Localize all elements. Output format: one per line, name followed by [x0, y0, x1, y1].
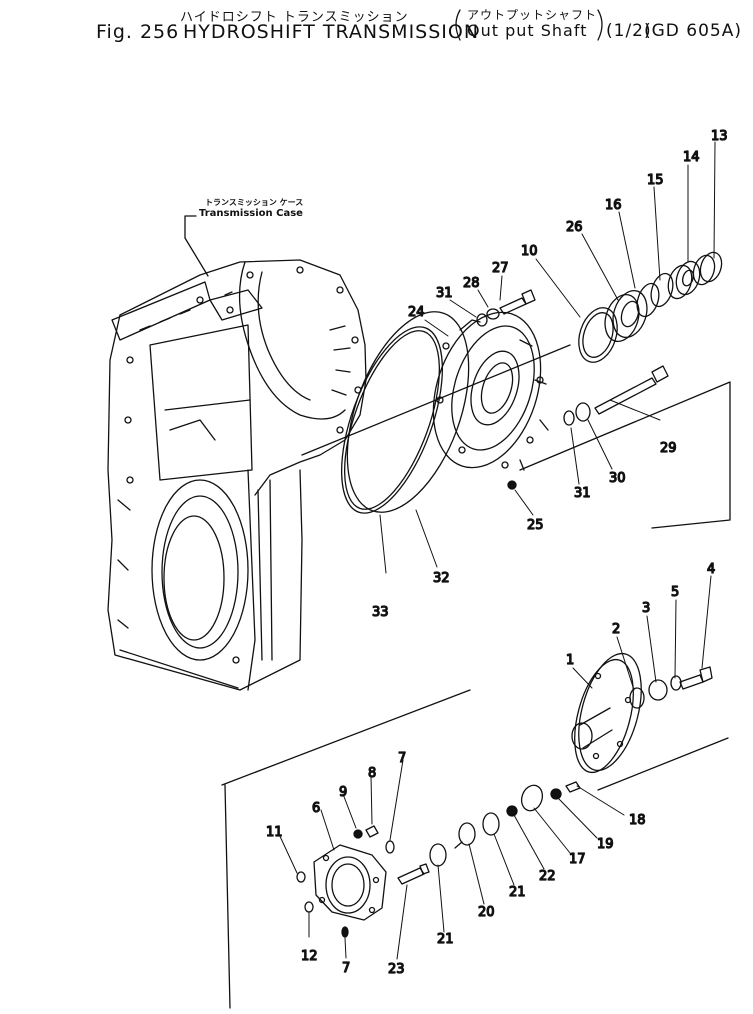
- plate-3: [648, 679, 668, 701]
- ring-15: [650, 272, 674, 308]
- callout-8: 8: [368, 766, 376, 781]
- seal-16: [636, 282, 660, 318]
- callout-15: 15: [647, 173, 664, 188]
- callout-23: 23: [388, 962, 405, 977]
- washer-28: [486, 308, 500, 320]
- callout-33: 33: [372, 605, 389, 620]
- callout-18: 18: [629, 813, 646, 828]
- washer-19: [550, 788, 562, 800]
- plug-25: [507, 480, 517, 490]
- figure-number: Fig. 256: [96, 21, 180, 43]
- callout-21-upper: 21: [509, 885, 526, 900]
- o-ring-33: [340, 326, 444, 514]
- collar-14: [667, 260, 701, 300]
- case-label-jp: トランスミッション ケース: [205, 198, 304, 207]
- plug-12: [304, 901, 314, 913]
- callout-4: 4: [707, 562, 715, 577]
- callout-14: 14: [683, 150, 700, 165]
- callout-31-lower: 31: [574, 486, 591, 501]
- callout-22: 22: [539, 869, 556, 884]
- callout-13: 13: [711, 129, 728, 144]
- bolt-27: [499, 289, 536, 315]
- callout-11: 11: [266, 825, 283, 840]
- callout-21-lower: 21: [437, 932, 454, 947]
- callout-25: 25: [527, 518, 544, 533]
- callout-20: 20: [478, 905, 495, 920]
- washer-30: [575, 402, 591, 422]
- callout-31-upper: 31: [436, 286, 453, 301]
- housing-24: [432, 311, 549, 471]
- snap-ring-10: [578, 307, 618, 363]
- callout-17: 17: [569, 852, 586, 867]
- callout-1: 1: [566, 653, 574, 668]
- washer-31-lower: [563, 410, 575, 426]
- o-ring-32: [346, 311, 470, 513]
- o-ring-2: [629, 687, 645, 709]
- callout-7-lower: 7: [342, 961, 350, 976]
- callout-24: 24: [408, 305, 425, 320]
- bearing-26: [604, 289, 648, 343]
- callout-7-upper: 7: [398, 751, 406, 766]
- nut-13: [692, 251, 723, 286]
- plug-11: [296, 871, 306, 883]
- figure-title: HYDROSHIFT TRANSMISSION: [183, 21, 480, 43]
- output-flange-1: [571, 652, 642, 774]
- shaft-20: [454, 822, 476, 849]
- callout-2: 2: [612, 622, 620, 637]
- callout-16: 16: [605, 198, 622, 213]
- bearing-race-21-upper: [482, 812, 500, 836]
- upper-group-frame: [301, 344, 731, 529]
- speed-sensor-23: [397, 863, 430, 885]
- callout-leaders: [277, 141, 716, 960]
- plug-7-upper: [385, 840, 395, 854]
- washer-31-upper: [476, 313, 488, 327]
- transmission-case: [107, 259, 367, 691]
- bolt-4: [679, 666, 713, 690]
- bearing-race-21-lower: [429, 843, 447, 867]
- gear-17: [520, 784, 544, 812]
- case-label-en: Transmission Case: [199, 208, 303, 219]
- bearing-22: [506, 805, 518, 817]
- left-paren-bracket: [455, 9, 461, 41]
- figure-subtitle: Out put Shaft: [467, 21, 588, 40]
- lower-group-frame: [221, 689, 729, 1009]
- cover-6: [313, 844, 387, 921]
- title-kana: ハイドロシフト トランスミッション: [180, 10, 409, 25]
- right-paren-bracket: [597, 9, 603, 41]
- callout-9: 9: [339, 785, 347, 800]
- washer-5: [670, 675, 682, 691]
- callout-12: 12: [301, 949, 318, 964]
- callout-10: 10: [521, 244, 538, 259]
- callout-30: 30: [609, 471, 626, 486]
- subtitle-kana: アウトプットシャフト: [467, 8, 598, 22]
- page-indicator: (1/2): [606, 21, 652, 41]
- plug-7-lower: [341, 926, 349, 938]
- callout-27: 27: [492, 261, 509, 276]
- callout-5: 5: [671, 585, 679, 600]
- snap-ring-10-inner: [582, 312, 614, 358]
- callout-3: 3: [642, 601, 650, 616]
- callout-32: 32: [433, 571, 450, 586]
- callout-29: 29: [660, 441, 677, 456]
- callout-19: 19: [597, 837, 614, 852]
- washer-9: [353, 829, 363, 839]
- bolt-29: [594, 365, 669, 415]
- model-code: (GD 605A): [644, 21, 743, 41]
- callout-26: 26: [566, 220, 583, 235]
- case-label-leader: [184, 215, 209, 277]
- bolt-8: [365, 825, 379, 838]
- callout-28: 28: [463, 276, 480, 291]
- callout-6: 6: [312, 801, 320, 816]
